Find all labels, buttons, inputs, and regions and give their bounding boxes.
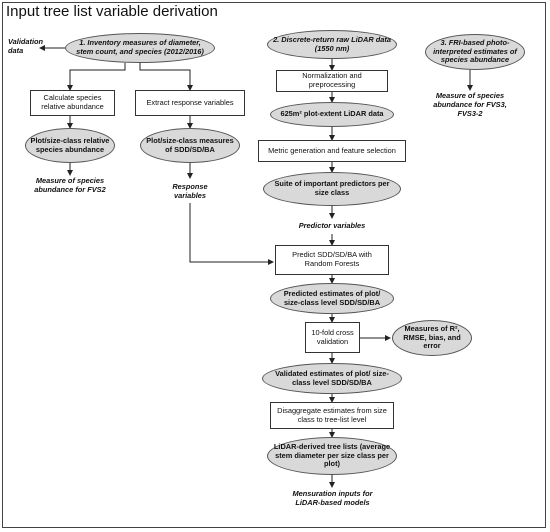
lidar-plot-node: 625m² plot-extent LiDAR data (270, 102, 394, 127)
arrow-response-to-predict (189, 203, 274, 265)
predicted-estimates-node: Predicted estimates of plot/ size-class … (270, 283, 394, 314)
disaggregate-node: Disaggregate estimates from size class t… (270, 402, 394, 429)
inventory-source-node: 1. Inventory measures of diameter, stem … (65, 33, 215, 63)
predictor-variables-label: Predictor variables (298, 221, 366, 230)
metric-generation-node: Metric generation and feature selection (258, 140, 406, 162)
validation-data-label: Validation data (8, 37, 44, 55)
normalization-node: Normalization and preprocessing (276, 70, 388, 92)
lidar-tree-lists-node: LiDAR-derived tree lists (average stem d… (267, 437, 397, 475)
arrow-inventory-to-extract-response (139, 63, 193, 91)
plot-sdd-node: Plot/size-class measures of SDD/SD/BA (140, 128, 240, 163)
diagram-title: Input tree list variable derivation (6, 3, 218, 20)
cross-validation-node: 10-fold cross validation (305, 322, 360, 353)
calc-species-node: Calculate species relative abundance (30, 90, 115, 116)
response-variables-label: Response variables (172, 182, 208, 200)
arrow-inventory-to-calc-species (67, 63, 126, 91)
fri-source-node: 3. FRI-based photo-interpreted estimates… (425, 34, 525, 70)
measure-fvs2-label: Measure of species abundance for FVS2 (34, 176, 106, 194)
extract-response-node: Extract response variables (135, 90, 245, 116)
plot-species-node: Plot/size-class relative species abundan… (25, 128, 115, 163)
measures-error-node: Measures of R², RMSE, bias, and error (392, 320, 472, 356)
predict-rf-node: Predict SDD/SD/BA with Random Forests (275, 245, 389, 275)
diagram-frame (2, 2, 546, 528)
suite-predictors-node: Suite of important predictors per size c… (263, 172, 401, 206)
lidar-source-node: 2. Discrete-return raw LiDAR data (1550 … (267, 30, 397, 59)
mensuration-inputs-label: Mensuration inputs for LiDAR-based model… (292, 489, 373, 507)
measure-fvs3-label: Measure of species abundance for FVS3, F… (433, 91, 507, 118)
validated-estimates-node: Validated estimates of plot/ size-class … (262, 363, 402, 394)
